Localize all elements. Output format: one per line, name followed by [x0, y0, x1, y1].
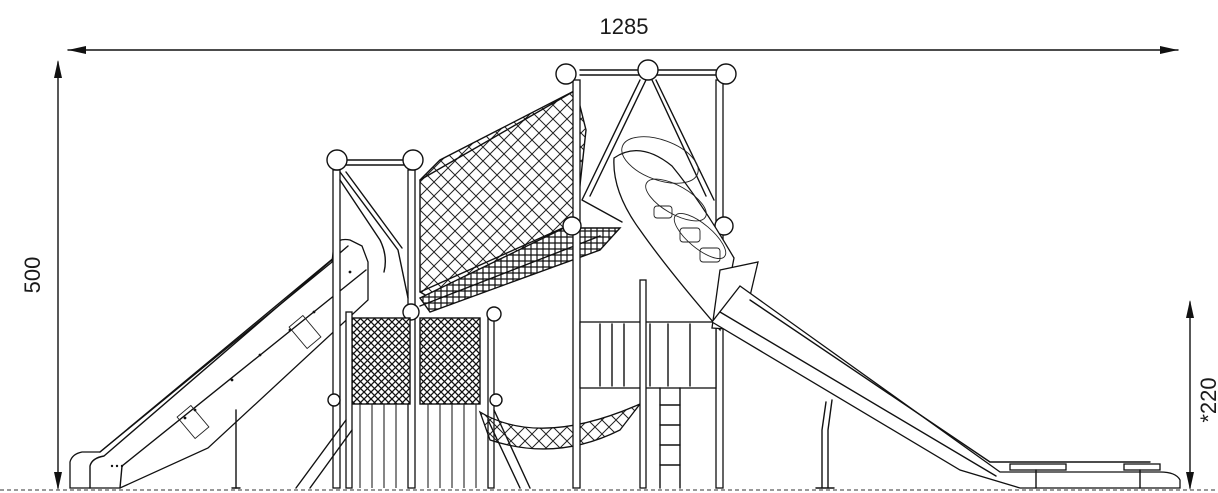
ladder	[659, 387, 681, 489]
upper-deck	[418, 227, 622, 313]
fall-height-dimension-label: *220	[1196, 377, 1218, 422]
fall-height-dimension: *220	[1186, 300, 1218, 490]
tube-slide	[613, 136, 1181, 489]
width-dimension-label: 1285	[600, 14, 649, 39]
hammock-net	[478, 403, 641, 450]
width-dimension: 1285	[67, 14, 1179, 54]
height-dimension-label: 500	[20, 257, 45, 294]
height-dimension: 500	[20, 60, 62, 490]
left-tower-frame	[326, 149, 424, 489]
